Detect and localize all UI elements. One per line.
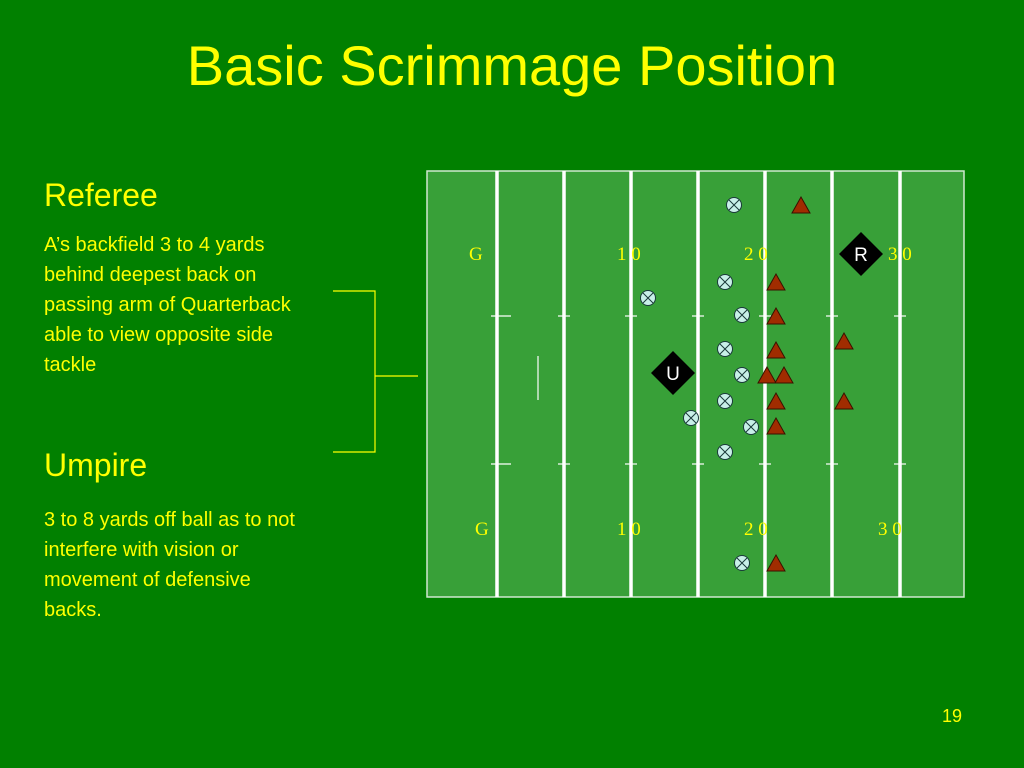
umpire-heading: Umpire	[44, 447, 148, 483]
offense-player	[834, 331, 854, 350]
slide-title: Basic Scrimmage Position	[186, 34, 838, 97]
bottom-yard-label: 2 0	[744, 519, 768, 540]
bottom-yard-label: 3 0	[878, 519, 902, 540]
top-yard-labels: G 1 0 2 0 3 0	[469, 244, 912, 265]
top-yard-label: G	[469, 244, 483, 265]
defense-player	[734, 307, 750, 323]
defense-player	[734, 367, 750, 383]
football-field	[426, 170, 965, 598]
offense-player	[766, 391, 786, 410]
offense-player	[774, 365, 794, 384]
defense-player	[726, 197, 742, 213]
bottom-yard-label: G	[475, 519, 489, 540]
offense-player	[766, 272, 786, 291]
defense-player	[640, 290, 656, 306]
bottom-yard-labels: G 1 0 2 0 3 0	[475, 519, 902, 540]
umpire-description: 3 to 8 yards off ball as to not interfer…	[44, 509, 295, 621]
yard-lines	[495, 171, 902, 597]
defense-player	[717, 274, 733, 290]
referee-marker: R	[839, 232, 883, 276]
referee-description: A’s backfield 3 to 4 yards behind deepes…	[44, 234, 291, 376]
offense-player	[766, 306, 786, 325]
offense-player	[757, 365, 777, 384]
offense-player	[791, 195, 811, 214]
defense-players	[640, 197, 759, 571]
top-yard-label: 1 0	[617, 244, 641, 265]
bottom-yard-label: 1 0	[617, 519, 641, 540]
defense-player	[734, 555, 750, 571]
defense-player	[717, 393, 733, 409]
offense-players	[757, 195, 854, 572]
umpire-marker-label: U	[666, 364, 680, 385]
hash-marks	[491, 315, 906, 465]
defense-player	[743, 419, 759, 435]
offense-player	[766, 553, 786, 572]
defense-player	[683, 410, 699, 426]
bracket-connector	[333, 290, 418, 453]
slide-number: 19	[941, 706, 962, 726]
top-yard-label: 2 0	[744, 244, 768, 265]
offense-player	[766, 416, 786, 435]
referee-heading: Referee	[44, 177, 158, 213]
umpire-marker: U	[651, 351, 695, 395]
top-yard-label: 3 0	[888, 244, 912, 265]
referee-marker-label: R	[854, 245, 868, 266]
defense-player	[717, 444, 733, 460]
offense-player	[834, 391, 854, 410]
offense-player	[766, 340, 786, 359]
defense-player	[717, 341, 733, 357]
